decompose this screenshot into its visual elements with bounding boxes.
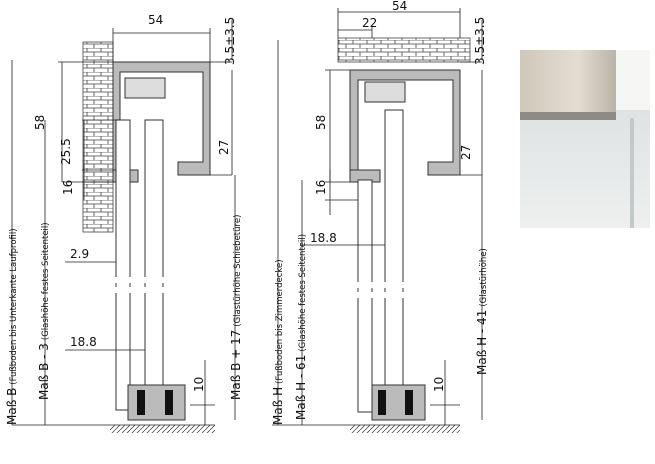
dim-58: 58 [33,115,47,130]
roller-carriage [124,77,166,99]
dim-16: 16 [314,180,328,195]
dim-10: 10 [192,377,206,392]
dim-width-54: 54 [148,13,163,27]
fixed-glass-panel [115,119,131,411]
ceiling-brick [337,37,471,63]
label-mass-b-plus-17: Maß B + 17(Glastürhöhe Schiebetüre) [229,215,243,400]
dim-58: 58 [314,115,328,130]
floor [350,425,460,433]
dim-25-5: 25.5 [59,138,73,165]
label-mass-h-minus-61: Maß H - 61(Glashöhe festes Seitenteil) [294,234,308,420]
dim-16: 16 [61,180,75,195]
right-diagram: 54 22 3.5±3.5 58 27 16 18.8 10 Maß H(Fuß… [271,0,489,433]
wall-brick [82,41,114,233]
dim-width-54: 54 [392,0,407,13]
sliding-glass-door [144,119,164,391]
left-diagram: 54 3.5±3.5 58 25.5 27 16 2.9 18.8 10 Maß… [5,13,243,433]
dim-2-9: 2.9 [70,247,89,261]
product-photo [520,50,650,228]
dim-18-8: 18.8 [70,335,97,349]
floor [110,425,215,433]
dim-18-8: 18.8 [310,231,337,245]
label-mass-h: Maß H(Fußboden bis Zimmerdecke) [271,259,285,425]
dim-gap: 3.5±3.5 [473,17,487,65]
dim-10: 10 [432,377,446,392]
label-mass-b-minus-3: Maß B - 3(Glashöhe festes Seitenteil) [37,222,51,400]
roller-carriage [364,81,406,103]
sliding-glass-door [384,109,404,391]
label-mass-b: Maß B(Fußboden bis Unterkante Laufprofil… [5,228,19,425]
dim-gap: 3.5±3.5 [223,17,237,65]
dim-27: 27 [217,140,231,155]
dim-27: 27 [459,145,473,160]
label-mass-h-minus-41: Maß H - 41(Glastürhöhe) [475,248,489,375]
dim-22: 22 [362,16,377,30]
bottom-guide [127,384,186,421]
